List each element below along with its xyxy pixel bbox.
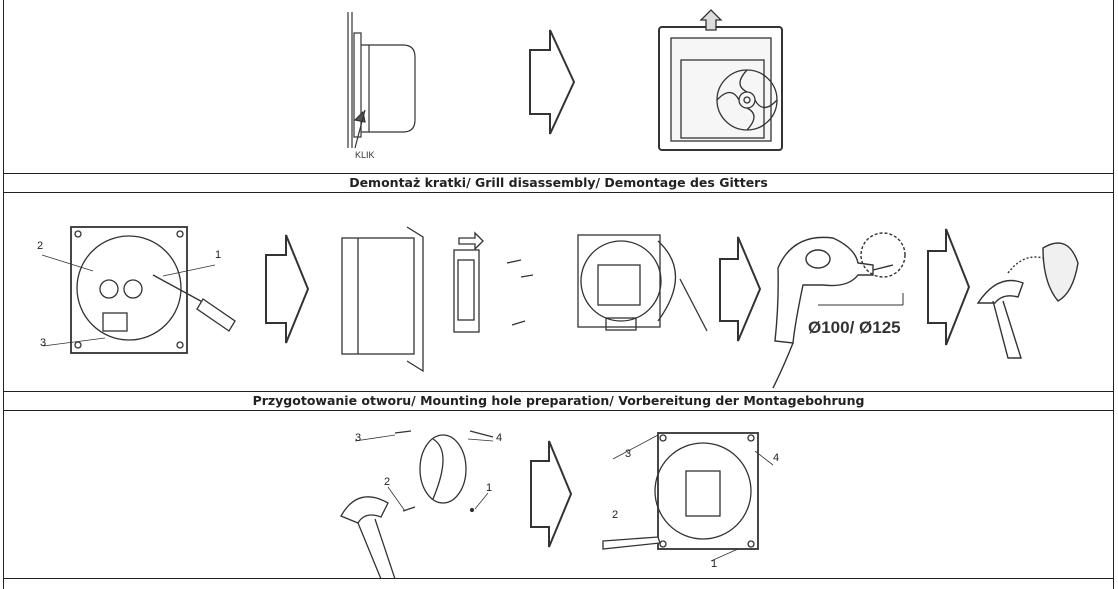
caption-grill: Demontaż kratki/ Grill disassembly/ Demo… — [3, 173, 1114, 193]
caption-bottom-edge — [3, 578, 1114, 589]
callout-2-label: 2 — [37, 240, 43, 252]
mount-4-label: 4 — [773, 452, 779, 464]
klik-label: KLIK — [355, 150, 375, 160]
callout-3-label: 3 — [40, 337, 46, 349]
grill-removal-illustration: KLIK — [347, 9, 783, 160]
hole-preparation-illustration: 2 1 3 — [37, 226, 1079, 389]
plug-3-label: 3 — [355, 432, 361, 444]
fan-back-view — [577, 234, 708, 332]
wall-plugs-view — [340, 430, 494, 579]
fan-side-view — [347, 12, 416, 149]
plug-4-label: 4 — [496, 432, 502, 444]
fan-open-view — [41, 226, 236, 354]
step-arrow-4 — [927, 228, 971, 346]
mount-3-label: 3 — [625, 448, 631, 460]
plug-2-label: 2 — [384, 476, 390, 488]
drill-icon — [772, 232, 906, 389]
diameter-label: Ø100/ Ø125 — [808, 318, 901, 337]
panel-mounting: 3 4 2 1 3 4 2 1 — [3, 411, 1114, 579]
plug-1-label: 1 — [486, 482, 492, 494]
step-arrow-5 — [530, 440, 573, 548]
panel-hole-preparation: 2 1 3 — [3, 193, 1114, 391]
step-arrow-3 — [719, 236, 762, 342]
mount-1-label: 1 — [711, 558, 717, 570]
step-arrow-1 — [529, 29, 576, 135]
fan-front-view — [658, 9, 783, 151]
page-frame — [3, 0, 1114, 589]
step-arrow-2 — [265, 234, 310, 344]
mounting-illustration: 3 4 2 1 3 4 2 1 — [340, 430, 779, 579]
mount-2-label: 2 — [612, 509, 618, 521]
fan-mounted-view — [602, 432, 774, 562]
callout-1-label: 1 — [215, 249, 221, 261]
fan-exploded-view — [341, 226, 534, 373]
caption-hole: Przygotowanie otworu/ Mounting hole prep… — [3, 391, 1114, 411]
panel-grill-removal: KLIK — [3, 0, 1114, 173]
hammer-icon — [976, 242, 1079, 359]
